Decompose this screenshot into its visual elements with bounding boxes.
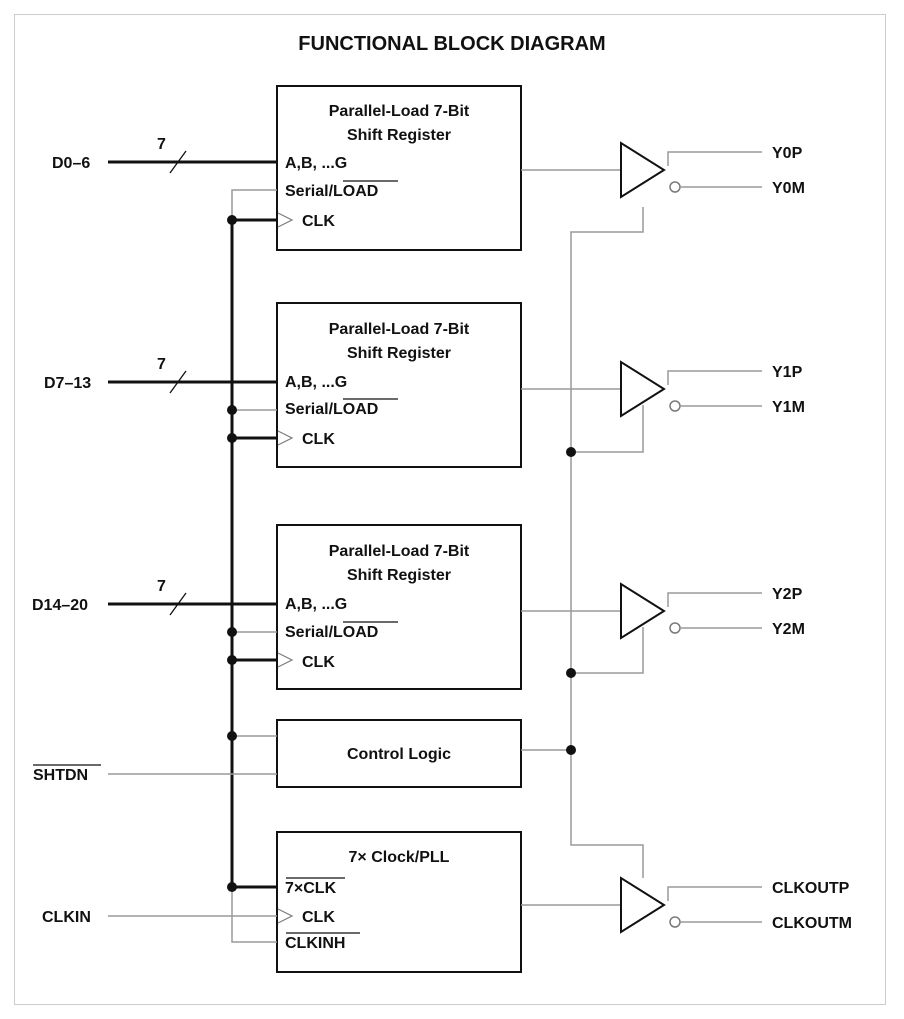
inversion-bubble-icon (669, 181, 681, 193)
output-buffer-clk: CLKOUTP CLKOUTM (620, 876, 852, 934)
clkoutp-wire (667, 886, 762, 901)
input-d0-width: 7 (157, 136, 166, 153)
shift-register-1-title-line2: Shift Register (347, 127, 451, 144)
inversion-bubble-icon (669, 622, 681, 634)
input-d1-width: 7 (157, 356, 166, 373)
output-y1m-label: Y1M (772, 399, 805, 416)
clock-edge-icon (277, 430, 294, 446)
buffer-triangle-icon (620, 141, 666, 199)
junction-dot (227, 655, 237, 665)
output-y2m-label: Y2M (772, 621, 805, 638)
shift-register-2-clk-pin: CLK (302, 431, 335, 448)
output-buffer-0: Y0P Y0M (620, 141, 805, 199)
output-y0p-label: Y0P (772, 145, 803, 162)
shift-register-1-clk-pin: CLK (302, 213, 335, 230)
shift-register-3-box (276, 524, 522, 690)
control-logic-title: Control Logic (347, 746, 451, 763)
shift-register-3-serial-pin: Serial/LOAD (285, 624, 378, 641)
shift-register-1-data-pin: A,B, ...G (285, 155, 347, 172)
shift-register-2-title-line2: Shift Register (347, 345, 451, 362)
junction-dot (566, 668, 576, 678)
input-shtdn-label: SHTDN (33, 767, 88, 784)
y0p-wire (667, 151, 762, 166)
buffer-triangle-icon (620, 360, 666, 418)
junction-dot (227, 215, 237, 225)
shift-register-3-clk-pin: CLK (302, 654, 335, 671)
bus-slash-icon (169, 150, 187, 174)
buffer-triangle-icon (620, 876, 666, 934)
input-d0: D0–6 7 (52, 136, 277, 174)
clock-edge-icon (277, 652, 294, 668)
shift-register-2-title-line1: Parallel-Load 7-Bit (329, 321, 470, 338)
junction-dot (227, 731, 237, 741)
bus-slash-icon (169, 592, 187, 616)
clock-pll-clk-pin: CLK (302, 909, 335, 926)
junction-dot (227, 433, 237, 443)
input-d1-label: D7–13 (44, 375, 91, 392)
input-d2-label: D14–20 (32, 597, 88, 614)
clock-pll: 7× Clock/PLL 7×CLK CLK CLKINH (276, 831, 522, 973)
diagram-title: FUNCTIONAL BLOCK DIAGRAM (298, 33, 605, 55)
clkinh-wire (231, 888, 277, 943)
input-shtdn: SHTDN (33, 764, 277, 784)
input-d1: D7–13 7 (44, 356, 277, 394)
clock-pll-box (276, 831, 522, 973)
shift-register-3-title-line1: Parallel-Load 7-Bit (329, 543, 470, 560)
junction-dot (566, 447, 576, 457)
serial-load-wire-1 (231, 189, 277, 217)
shift-register-1-title-line1: Parallel-Load 7-Bit (329, 103, 470, 120)
output-y0m-label: Y0M (772, 180, 805, 197)
shift-register-2-load-pin: LOAD (333, 401, 378, 418)
inversion-bubble-icon (669, 916, 681, 928)
shift-register-1: Parallel-Load 7-Bit Shift Register A,B, … (276, 85, 522, 251)
clock-pll-7x-pin: 7×CLK (285, 880, 337, 897)
output-clkoutp-label: CLKOUTP (772, 880, 850, 897)
shift-register-3-title-line2: Shift Register (347, 567, 451, 584)
shift-register-1-serial-pin: Serial/LOAD (285, 183, 378, 200)
junction-dot (227, 882, 237, 892)
shift-register-2-box (276, 302, 522, 468)
output-y1p-label: Y1P (772, 364, 803, 381)
input-clkin: CLKIN (42, 909, 277, 926)
shift-register-3-load-pin: LOAD (333, 624, 378, 641)
clock-pll-clkinh-pin: CLKINH (285, 935, 345, 952)
buffer-triangle-icon (620, 582, 666, 640)
shift-register-2-serial-pin: Serial/LOAD (285, 401, 378, 418)
enable-branch-2 (571, 627, 644, 674)
output-clkoutm-label: CLKOUTM (772, 915, 852, 932)
shift-register-2: Parallel-Load 7-Bit Shift Register A,B, … (276, 302, 522, 468)
input-d2: D14–20 7 (32, 578, 277, 616)
shift-register-1-load-pin: LOAD (333, 183, 378, 200)
clock-edge-icon (277, 908, 294, 924)
shift-register-3-data-pin: A,B, ...G (285, 596, 347, 613)
output-buffer-2: Y2P Y2M (620, 582, 805, 640)
input-clkin-label: CLKIN (42, 909, 91, 926)
input-d2-width: 7 (157, 578, 166, 595)
junction-dot (227, 405, 237, 415)
enable-bus (570, 207, 644, 878)
control-logic: Control Logic (276, 719, 522, 788)
clock-edge-icon (277, 212, 294, 228)
shift-register-1-box (276, 85, 522, 251)
junction-dot (566, 745, 576, 755)
shift-register-3: Parallel-Load 7-Bit Shift Register A,B, … (276, 524, 522, 690)
y2p-wire (667, 592, 762, 607)
shift-register-2-data-pin: A,B, ...G (285, 374, 347, 391)
enable-branch-1 (571, 405, 644, 453)
junction-dot (227, 627, 237, 637)
output-y2p-label: Y2P (772, 586, 803, 603)
control-logic-box (276, 719, 522, 788)
inversion-bubble-icon (669, 400, 681, 412)
input-d0-label: D0–6 (52, 155, 90, 172)
bus-slash-icon (169, 370, 187, 394)
clock-pll-title: 7× Clock/PLL (349, 849, 450, 866)
y1p-wire (667, 370, 762, 385)
output-buffer-1: Y1P Y1M (620, 360, 805, 418)
